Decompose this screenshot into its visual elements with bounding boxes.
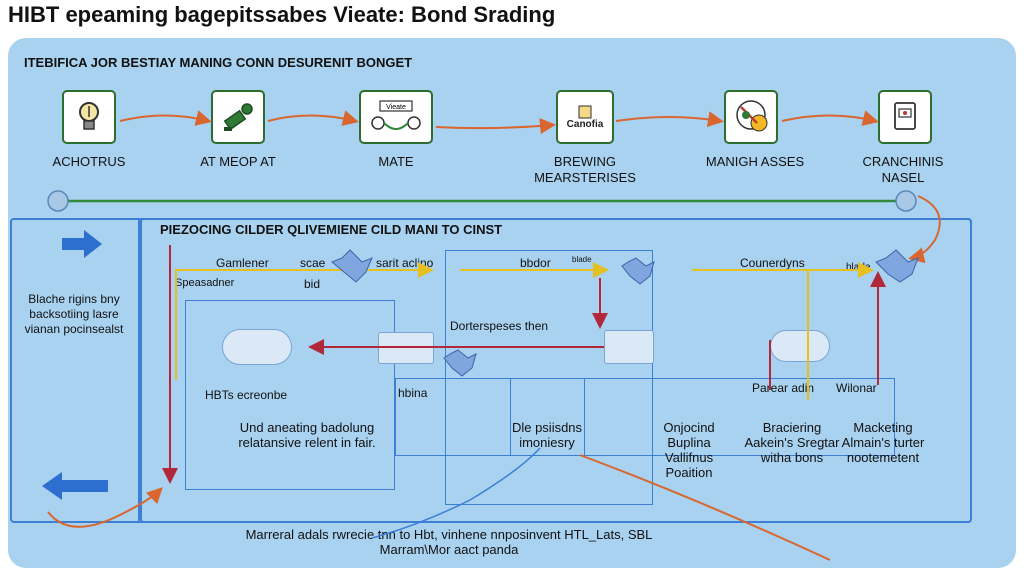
- stage-5-label: MANIGH ASSES: [705, 154, 805, 169]
- tools-icon: [223, 103, 253, 131]
- stage-6-label: CRANCHINIS NASEL: [862, 154, 944, 185]
- device-icon: [894, 102, 916, 130]
- process-node-a: [378, 332, 434, 364]
- left-text-1: Blache rigins bny: [28, 292, 120, 306]
- process-node-b: [604, 330, 654, 364]
- stage-3-label: MATE: [378, 154, 414, 169]
- stage-4-inner-text: Canofia: [566, 118, 604, 130]
- lightbulb-icon: [79, 102, 99, 130]
- frame-left: [185, 300, 395, 490]
- stage-2-label: AT MEOP AT: [200, 154, 276, 169]
- label-gamlener: Gamlener: [216, 256, 269, 270]
- stage-1-box: [62, 90, 116, 144]
- label-hibts: HBTs ecreonbe: [205, 388, 288, 402]
- left-text-2: backsotiing lasre: [29, 307, 119, 321]
- label-parear: Parear adin: [752, 381, 815, 395]
- stage-4-box: Canofia: [556, 90, 614, 144]
- stage-2-box: [211, 90, 265, 144]
- coins-icon: [736, 100, 768, 132]
- top-heading: ITEBIFICA JOR BESTIAY MANING CONN DESURE…: [24, 55, 413, 70]
- label-hbina: hbina: [398, 386, 428, 400]
- label-wilonar: Wilonar: [836, 381, 877, 395]
- processing-region: [140, 218, 972, 523]
- stage-6-box: [878, 90, 932, 144]
- label-blade-2: blade: [846, 262, 871, 273]
- stage-5-box: [724, 90, 778, 144]
- footer-line-2: Marram\Mor aact panda: [379, 542, 519, 557]
- cloud-node-right: [770, 330, 830, 362]
- label-speasadner: Speasadner: [175, 277, 235, 289]
- label-blade: blade: [572, 255, 592, 264]
- chart-icon: Vieate: [371, 100, 421, 130]
- left-text-3: vianan pocinsealst: [24, 322, 124, 336]
- label-dorterspeses: Dorterspeses then: [450, 319, 549, 333]
- stage-3-inner-text: Vieate: [386, 104, 406, 111]
- cloud-node-left: [222, 329, 292, 365]
- label-sarit: sarit aclino: [376, 256, 434, 270]
- mid-heading: PIEZOCING CILDER QLIVEMIENE CILD MANI TO…: [160, 222, 503, 237]
- label-bid: bid: [304, 277, 321, 291]
- document-icon: [578, 105, 592, 118]
- label-scae: scae: [300, 256, 326, 270]
- label-counerdyns: Counerdyns: [740, 256, 805, 270]
- stage-4-label: BREWING MEARSTERISES: [534, 154, 636, 185]
- stage-1-label: ACHOTRUS: [52, 154, 126, 169]
- frame-center: [445, 250, 653, 505]
- stage-3-box: Vieate: [359, 90, 433, 144]
- frame-divider-1: [510, 378, 585, 456]
- page-title: HIBT epeaming bagepitssabes Vieate: Bond…: [8, 2, 556, 27]
- input-region: [12, 220, 140, 521]
- label-bbdor: bbdor: [520, 256, 551, 270]
- footer-line-1: Marreral adals rwrecie tnn to Hbt, vinhe…: [245, 527, 653, 542]
